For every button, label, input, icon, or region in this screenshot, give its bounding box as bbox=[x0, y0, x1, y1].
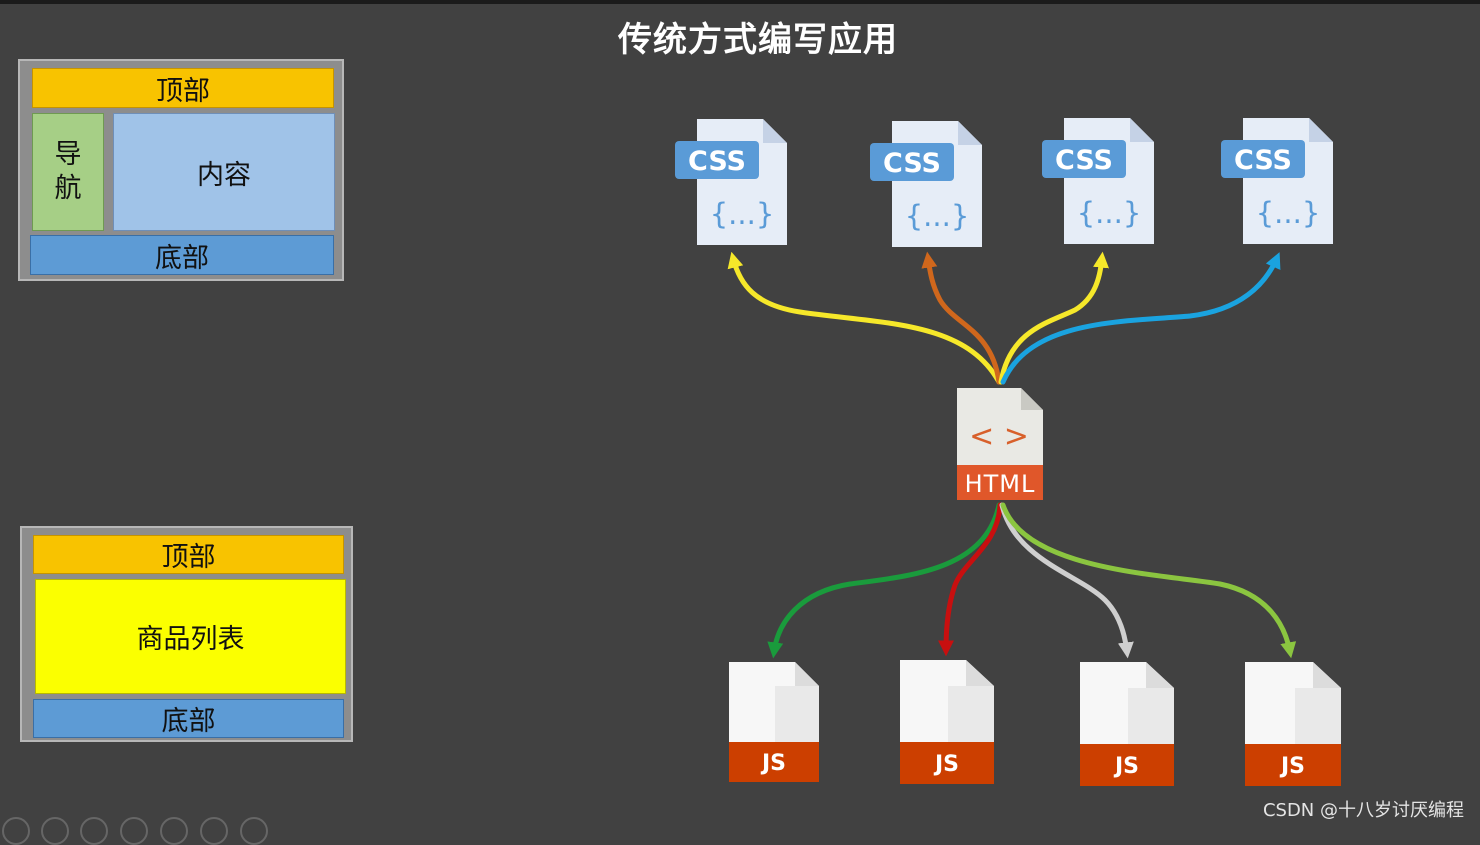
layout1-nav: 导 航 bbox=[32, 113, 104, 231]
css-braces-2: {...} bbox=[905, 199, 970, 233]
layout2-bottom: 底部 bbox=[33, 699, 344, 738]
layout-wireframe-2: 顶部 商品列表 底部 bbox=[20, 526, 353, 742]
slide-title: 传统方式编写应用 bbox=[618, 20, 898, 60]
layout2-top: 顶部 bbox=[33, 535, 344, 574]
arrow-html-to-css-4 bbox=[1000, 252, 1281, 385]
arrow-html-to-css-2 bbox=[921, 251, 1002, 385]
html-glyph: < > bbox=[969, 419, 1029, 454]
css-label-1: CSS bbox=[688, 146, 746, 177]
css-file-icon-2: CSS {...} bbox=[870, 121, 982, 247]
arrow-html-to-js-3 bbox=[999, 502, 1134, 659]
prev-slide-icon[interactable] bbox=[2, 817, 30, 845]
pen-icon[interactable] bbox=[80, 817, 108, 845]
css-braces-3: {...} bbox=[1077, 196, 1142, 230]
layout1-top: 顶部 bbox=[32, 68, 334, 108]
arrow-html-to-css-3 bbox=[998, 251, 1110, 385]
css-label-4: CSS bbox=[1234, 145, 1292, 176]
css-braces-1: {...} bbox=[710, 197, 775, 231]
js-label-4: JS bbox=[1279, 754, 1305, 779]
layout2-main: 商品列表 bbox=[35, 579, 346, 694]
html-file-icon: < > HTML bbox=[957, 388, 1043, 500]
arrow-html-to-js-1 bbox=[767, 502, 1002, 659]
arrow-html-to-js-2 bbox=[938, 502, 1003, 657]
css-file-icon-3: CSS {...} bbox=[1042, 118, 1154, 244]
arrow-html-to-css-1 bbox=[727, 251, 1002, 385]
js-file-icon-2: JS bbox=[900, 660, 994, 784]
css-label-3: CSS bbox=[1055, 145, 1113, 176]
css-file-icon-1: CSS {...} bbox=[675, 119, 787, 245]
slides-icon[interactable] bbox=[120, 817, 148, 845]
arrow-html-to-js-4 bbox=[1000, 502, 1297, 659]
css-braces-4: {...} bbox=[1256, 196, 1321, 230]
js-file-icon-3: JS bbox=[1080, 662, 1174, 786]
js-file-icon-1: JS bbox=[729, 662, 819, 782]
more-icon[interactable] bbox=[240, 817, 268, 845]
js-label-1: JS bbox=[760, 751, 786, 776]
layout-wireframe-1: 顶部 导 航 内容 底部 bbox=[18, 59, 344, 281]
top-edge bbox=[0, 0, 1480, 4]
layout1-bottom: 底部 bbox=[30, 235, 334, 275]
html-label: HTML bbox=[965, 470, 1036, 498]
layout1-nav-line2: 航 bbox=[54, 173, 82, 204]
css-label-2: CSS bbox=[883, 148, 941, 179]
js-label-3: JS bbox=[1113, 754, 1139, 779]
watermark: CSDN @十八岁讨厌编程 bbox=[1262, 800, 1464, 821]
js-file-icon-4: JS bbox=[1245, 662, 1341, 786]
zoom-icon[interactable] bbox=[160, 817, 188, 845]
next-slide-icon[interactable] bbox=[41, 817, 69, 845]
layout1-nav-line1: 导 bbox=[54, 139, 82, 170]
subtitle-icon[interactable] bbox=[200, 817, 228, 845]
css-file-icon-4: CSS {...} bbox=[1221, 118, 1333, 244]
layout1-content: 内容 bbox=[113, 113, 335, 231]
js-label-2: JS bbox=[933, 752, 959, 777]
